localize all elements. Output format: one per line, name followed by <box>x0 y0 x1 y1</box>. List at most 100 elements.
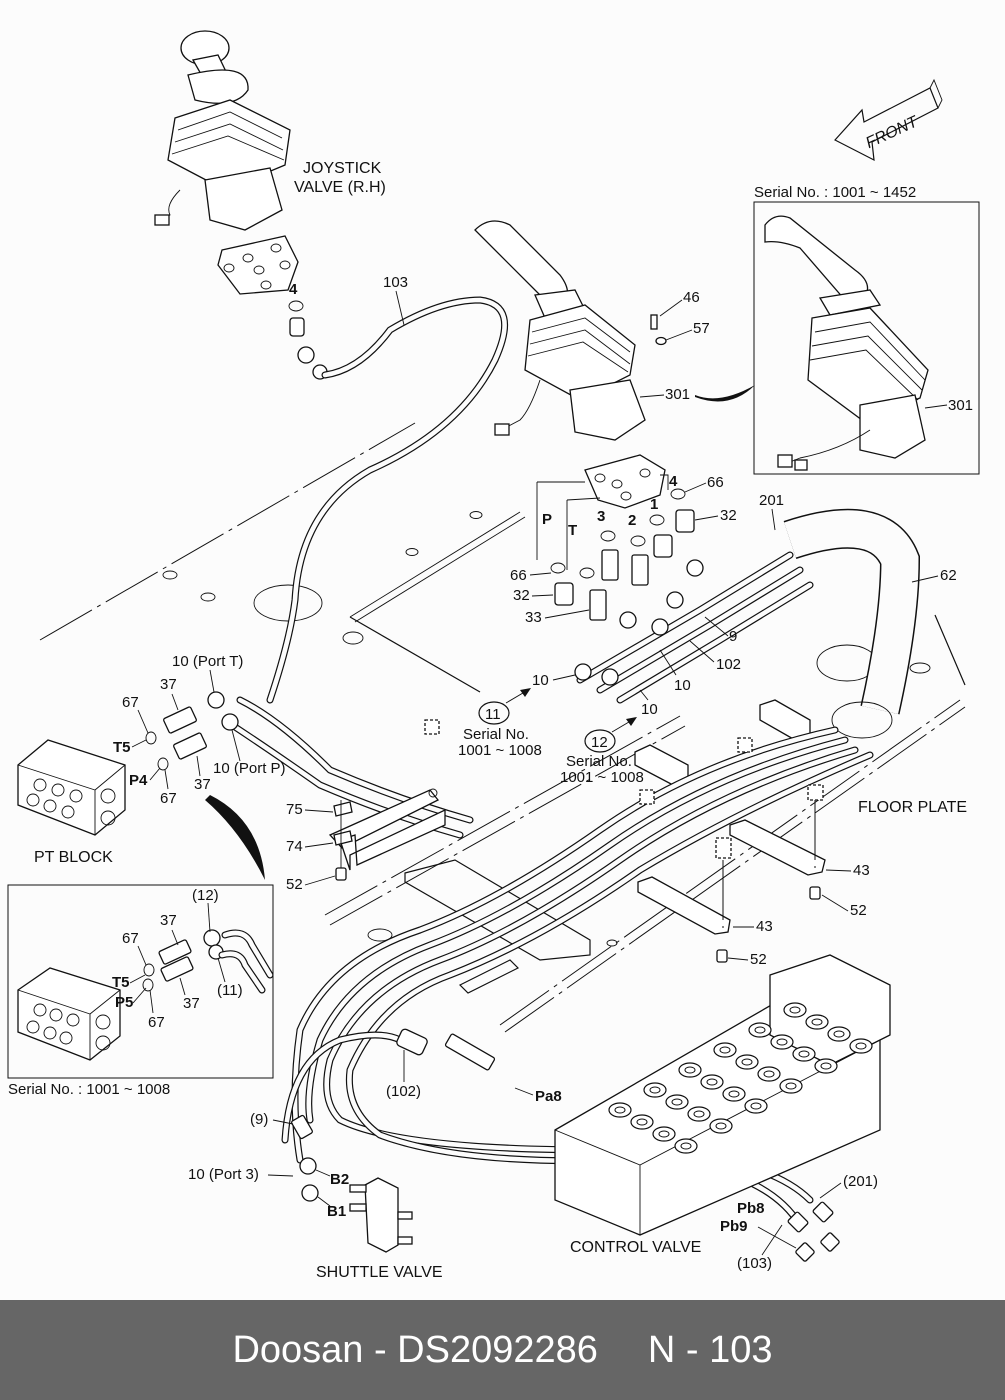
callout-12: 12 Serial No. 1001 ~ 1008 <box>560 717 644 786</box>
fittings-cluster: P T 3 2 1 4 66 32 66 32 33 <box>510 454 957 739</box>
control-valve-port <box>713 1042 737 1058</box>
shuttle-valve-caption: SHUTTLE VALVE <box>316 1264 443 1281</box>
label-201: 201 <box>759 492 784 509</box>
label-43-a: 43 <box>853 862 870 879</box>
footer-bar: Doosan - DS2092286 N - 103 <box>0 1300 1005 1400</box>
control-valve-port <box>783 1002 807 1018</box>
shuttle-valve: (9) 10 (Port 3) B2 B1 SHUTTLE VALVE <box>188 1111 443 1281</box>
control-valve-port <box>608 1102 632 1118</box>
control-valve-port-bore <box>636 1118 648 1126</box>
inset-label-67-b: 67 <box>148 1014 165 1031</box>
label-66-right: 66 <box>707 474 724 491</box>
control-valve-port-bore <box>855 1042 867 1050</box>
label-Pb8: Pb8 <box>737 1200 765 1217</box>
control-valve-port-bore <box>741 1058 753 1066</box>
control-valve-port <box>678 1062 702 1078</box>
control-valve-caption: CONTROL VALVE <box>570 1239 701 1256</box>
label-32-left: 32 <box>513 587 530 604</box>
control-valve-port-bore <box>754 1026 766 1034</box>
pt-block-caption: PT BLOCK <box>34 849 113 866</box>
label-103: 103 <box>383 274 408 291</box>
control-valve-port <box>849 1038 873 1054</box>
callout-11-serial-line2: 1001 ~ 1008 <box>458 742 542 759</box>
control-valve-port-bore <box>820 1062 832 1070</box>
callout-11-number: 11 <box>485 706 501 723</box>
control-valve-port <box>744 1098 768 1114</box>
control-valve-port <box>665 1094 689 1110</box>
control-valve-port <box>735 1054 759 1070</box>
label-52-a: 52 <box>286 876 303 893</box>
joystick-valve-lh: 46 57 301 <box>474 220 755 441</box>
label-43-b: 43 <box>756 918 773 935</box>
label-9: 9 <box>729 628 737 645</box>
control-valve-port-bore <box>706 1078 718 1086</box>
control-valve-port-bore <box>776 1038 788 1046</box>
control-valve-port <box>805 1014 829 1030</box>
control-valve: CONTROL VALVE (201) Pb8 Pb9 (103) <box>554 954 891 1272</box>
label-9-paren: (9) <box>250 1111 268 1128</box>
callout-12-number: 12 <box>591 734 608 751</box>
front-arrow-icon: FRONT <box>834 78 943 162</box>
label-37-b: 37 <box>194 776 211 793</box>
control-valve-port-bore <box>684 1066 696 1074</box>
control-valve-port-bore <box>693 1110 705 1118</box>
control-valve-port <box>814 1058 838 1074</box>
control-valve-port <box>779 1078 803 1094</box>
joystick-valve-rh: JOYSTICK VALVE (R.H) 4 <box>154 30 386 380</box>
label-102-paren: (102) <box>386 1083 421 1100</box>
control-valve-port-bore <box>798 1050 810 1058</box>
control-valve-port-bore <box>649 1086 661 1094</box>
joystick-inset: Serial No. : 1001 ~ 1452 301 <box>753 184 980 475</box>
joystick-inset-serial: Serial No. : 1001 ~ 1452 <box>754 184 916 201</box>
control-valve-port-bore <box>715 1122 727 1130</box>
control-valve-port-bore <box>728 1090 740 1098</box>
label-B1: B1 <box>327 1203 346 1220</box>
pt-block-inset-serial: Serial No. : 1001 ~ 1008 <box>8 1081 170 1098</box>
label-46: 46 <box>683 289 700 306</box>
label-75: 75 <box>286 801 303 818</box>
control-valve-port <box>687 1106 711 1122</box>
control-valve-port <box>652 1126 676 1142</box>
control-valve-port <box>722 1086 746 1102</box>
control-valve-port <box>630 1114 654 1130</box>
hose-103: 103 <box>266 274 509 704</box>
control-valve-port-bore <box>789 1006 801 1014</box>
control-valve-port-bore <box>763 1070 775 1078</box>
label-301: 301 <box>665 386 690 403</box>
control-valve-port <box>748 1022 772 1038</box>
label-10-c: 10 <box>641 701 658 718</box>
control-valve-port-bore <box>811 1018 823 1026</box>
joystick-caption-line2: VALVE (R.H) <box>294 179 386 196</box>
label-10-a: 10 <box>532 672 549 689</box>
label-B2: B2 <box>330 1171 349 1188</box>
inset-label-P5: P5 <box>115 994 133 1011</box>
label-Pb9: Pb9 <box>720 1218 748 1235</box>
label-10-port-P: 10 (Port P) <box>213 760 286 777</box>
inset-label-11: (11) <box>217 982 243 999</box>
label-57: 57 <box>693 320 710 337</box>
control-valve-port <box>674 1138 698 1154</box>
callout-12-serial-line2: 1001 ~ 1008 <box>560 769 644 786</box>
control-valve-port <box>700 1074 724 1090</box>
control-valve-port-bore <box>833 1030 845 1038</box>
control-valve-port-bore <box>614 1106 626 1114</box>
control-valve-port-bore <box>680 1142 692 1150</box>
control-valve-port-bore <box>785 1082 797 1090</box>
floor-plate <box>39 422 966 1033</box>
control-valve-port-bore <box>658 1130 670 1138</box>
label-74: 74 <box>286 838 303 855</box>
callout-12-serial-line1: Serial No. <box>566 753 632 770</box>
footer-brand-part-number: Doosan - DS2092286 <box>232 1328 598 1371</box>
callout-11: 11 Serial No. 1001 ~ 1008 <box>458 688 542 759</box>
label-62: 62 <box>940 567 957 584</box>
control-valve-port <box>643 1082 667 1098</box>
label-67-b: 67 <box>160 790 177 807</box>
label-3: 3 <box>597 508 605 525</box>
label-2: 2 <box>628 512 636 529</box>
front-label: FRONT <box>863 113 921 152</box>
label-10-port-T: 10 (Port T) <box>172 653 243 670</box>
label-66-left: 66 <box>510 567 527 584</box>
control-valve-port <box>792 1046 816 1062</box>
label-37-a: 37 <box>160 676 177 693</box>
label-P: P <box>542 511 552 528</box>
